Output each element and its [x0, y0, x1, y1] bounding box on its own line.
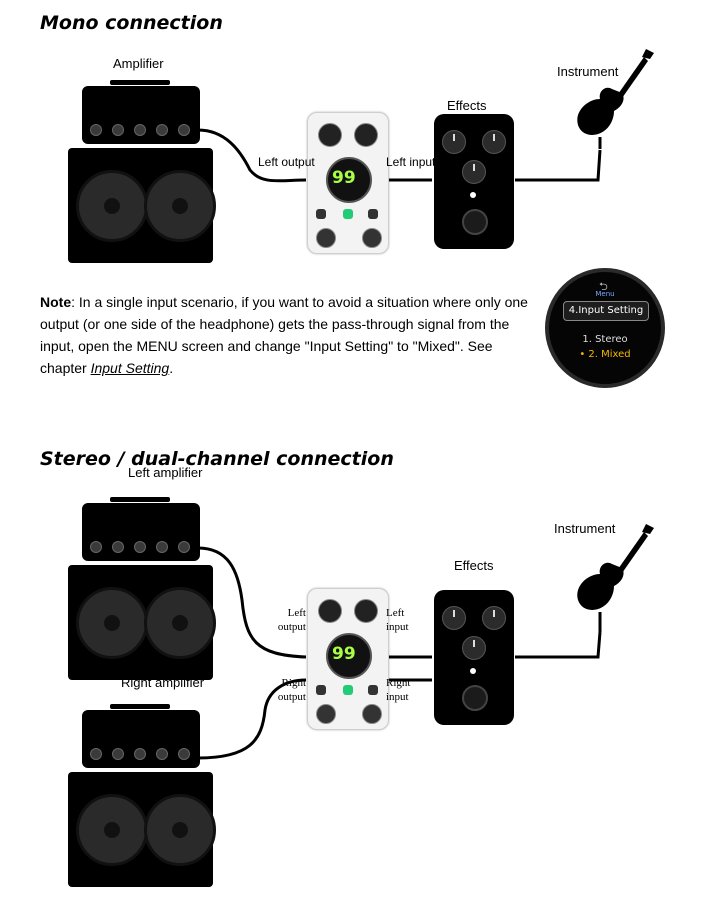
note-prefix: Note [40, 294, 72, 310]
right-amplifier-label: Right amplifier [121, 675, 205, 690]
stereo-instrument-label: Instrument [554, 521, 616, 536]
pedal-display-value: 99 [332, 644, 356, 664]
guitar-icon [577, 49, 654, 149]
pedal-display-value: 99 [332, 168, 356, 188]
instrument-label: Instrument [557, 64, 619, 79]
menu-selected-item: 4.Input Setting [563, 301, 649, 321]
menu-option: 1. Stereo [582, 334, 628, 345]
stereo-title: Stereo / dual-channel connection [40, 448, 394, 470]
mono-title: Mono connection [40, 12, 223, 34]
stereo-effects-pedal-icon [434, 590, 514, 725]
cable-right-amp-to-pedal [197, 678, 307, 760]
gl100-pedal-icon: 99 [307, 112, 389, 254]
menu-screen-icon: ⮌ Menu 4.Input Setting 1. Stereo • 2. Mi… [545, 268, 665, 388]
effects-label: Effects [447, 98, 487, 113]
amplifier-label: Amplifier [113, 56, 164, 71]
left-output-label: Left output [258, 155, 315, 169]
note-link[interactable]: Input Setting [90, 360, 170, 376]
note-paragraph: Note: In a single input scenario, if you… [40, 291, 540, 379]
cable-stereo-effects-to-guitar [515, 631, 602, 659]
gl100-pedal-stereo-icon: 99 [307, 588, 389, 730]
note-suffix: . [169, 360, 174, 376]
stereo-effects-label: Effects [454, 558, 494, 573]
menu-option-active: • 2. Mixed [579, 349, 631, 360]
left-input-label: Left input [386, 155, 436, 169]
left-amplifier-label: Left amplifier [128, 465, 203, 480]
menu-title: Menu [595, 290, 615, 298]
note-text: : In a single input scenario, if you wan… [40, 294, 528, 376]
back-icon: ⮌ [599, 280, 608, 293]
cable-amp-to-pedal [197, 128, 307, 183]
cable-left-amp-to-pedal [197, 546, 307, 659]
cable-effects-to-guitar [515, 149, 602, 182]
stereo-guitar-icon [577, 524, 654, 632]
effects-pedal-icon [434, 114, 514, 249]
